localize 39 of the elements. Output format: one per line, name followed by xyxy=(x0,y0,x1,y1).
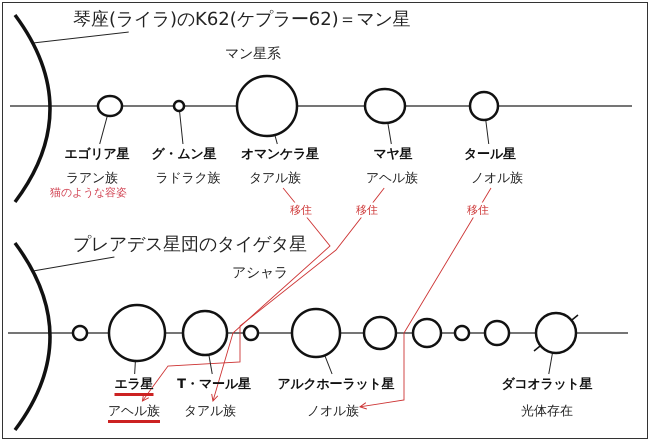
leader-line xyxy=(32,32,130,44)
tribe-name: ラドラク族 xyxy=(156,170,220,187)
planet-name: グ・ムン星 xyxy=(152,146,216,163)
heading-text: プレアデス星団のタイゲタ星 xyxy=(73,233,307,256)
leader-line xyxy=(32,256,115,272)
edge-label: 移住 xyxy=(288,202,313,218)
planet-name: タール星 xyxy=(464,146,516,163)
leader-line xyxy=(99,116,108,144)
tribe-name: アヘル族 xyxy=(108,402,160,423)
tribe-name: ラアン族 xyxy=(66,170,118,186)
edge-label: 移住 xyxy=(466,202,490,218)
note-text: 猫のような容姿 xyxy=(50,185,127,200)
system-label: マン星系 xyxy=(225,45,281,63)
tribe-name: 光体存在 xyxy=(521,403,573,420)
tribe-name: ノオル族 xyxy=(307,403,359,420)
tribe-name: タアル族 xyxy=(184,403,236,420)
leader-line xyxy=(485,120,490,144)
planet-name: ダコオラット星 xyxy=(502,376,592,393)
migration-arrow xyxy=(360,188,492,410)
system-label: アシャラ xyxy=(232,264,288,282)
planet-name: エゴリア星 xyxy=(64,146,130,163)
tribe-name: ノオル族 xyxy=(471,170,523,187)
leader-line xyxy=(179,111,184,144)
tribe-name: タアル族 xyxy=(249,170,301,187)
planet-name: オマンケラ星 xyxy=(241,146,319,163)
leader-line xyxy=(208,355,213,374)
tribe-name: アヘル族 xyxy=(366,170,418,187)
migration-arrow xyxy=(211,188,331,402)
leader-line xyxy=(274,135,278,144)
migration-arrow xyxy=(142,188,385,402)
leader-line xyxy=(134,361,136,374)
leader-line xyxy=(324,356,333,374)
planet-name: マヤ星 xyxy=(374,146,412,163)
edge-label: 移住 xyxy=(355,202,380,218)
heading-text: 琴座(ライラ)のK62(ケプラー62)＝マン星 xyxy=(73,8,411,31)
planet-name: アルクホーラット星 xyxy=(278,376,394,393)
leader-line xyxy=(387,123,392,144)
planet-name: エラ星 xyxy=(114,375,154,396)
leader-line xyxy=(548,353,553,374)
